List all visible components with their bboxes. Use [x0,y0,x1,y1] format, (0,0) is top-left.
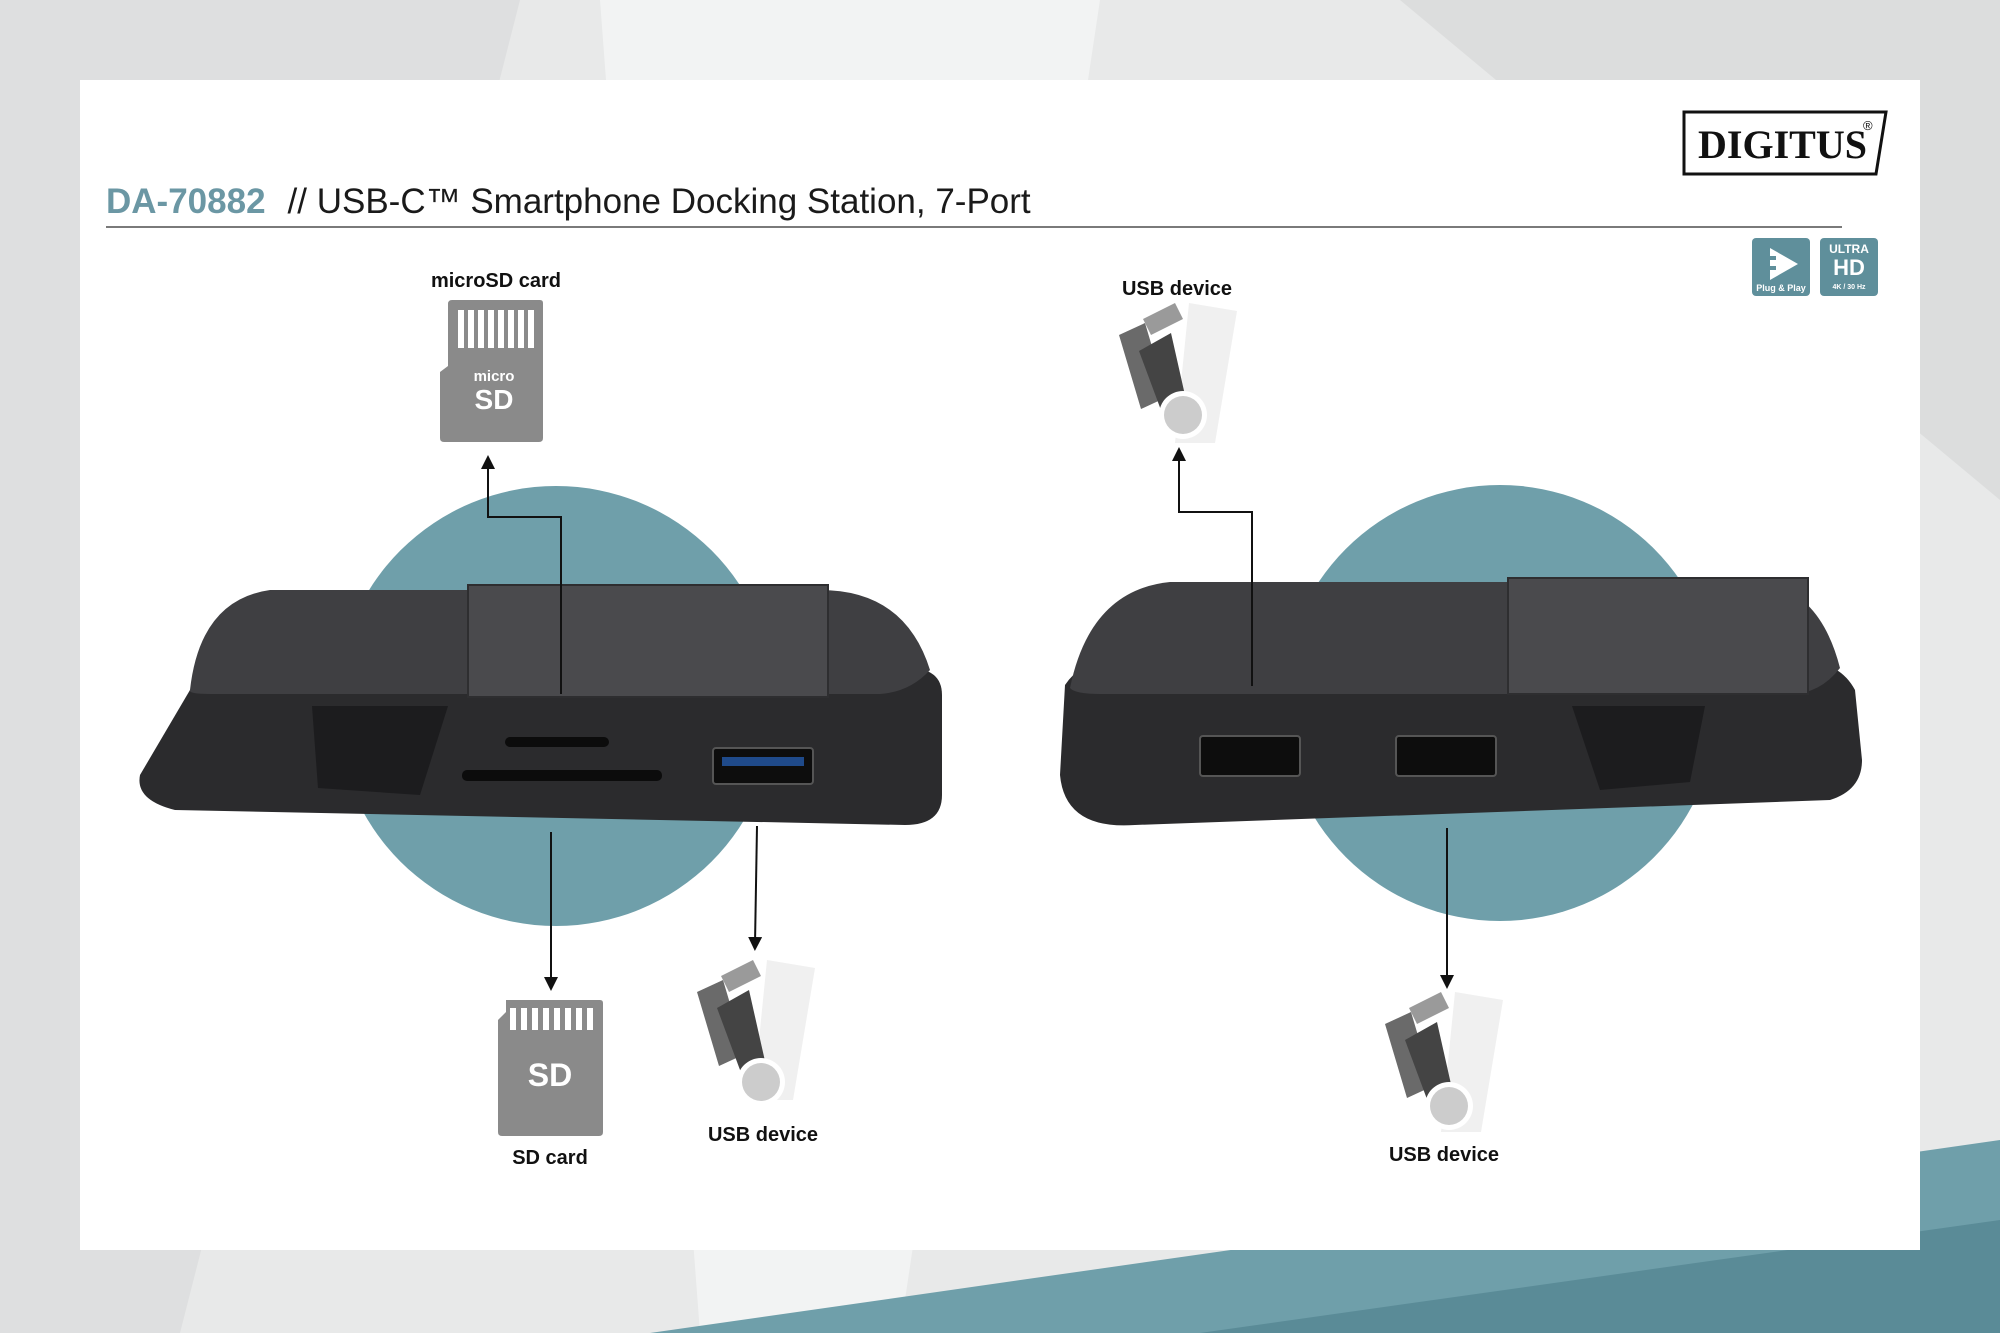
page-title: DA-70882 // USB-C™ Smartphone Docking Sta… [106,182,1031,222]
usb-port-right-b [1395,735,1497,777]
ultra-hd-badge: ULTRA HD 4K / 30 Hz [1820,238,1878,296]
sd-slot [462,770,662,781]
label-usb-device-left: USB device [707,1124,819,1146]
digitus-logo: DIGITUS ® [1682,110,1888,176]
logo-text: DIGITUS [1698,122,1867,167]
sd-card-icon: SD [498,1000,603,1136]
dock-left [139,584,942,825]
logo-registered-mark: ® [1863,118,1873,133]
ultra-hd-icon: ULTRA HD 4K / 30 Hz [1829,242,1869,291]
label-microsd-card: microSD card [430,270,562,292]
sd-card-text: SD [528,1057,572,1093]
arrow-usb-right-top [1172,447,1253,686]
plug-and-play-text: Plug & Play [1756,283,1806,293]
plug-and-play-icon: Plug & Play [1756,248,1806,293]
microsd-micro-text: micro [474,368,515,385]
usb-stick-icon-right-top [1119,303,1237,443]
usb-stick-icon-right-bottom [1385,992,1503,1132]
label-usb-device-right-top: USB device [1121,278,1233,300]
label-usb-device-right-bottom: USB device [1388,1144,1500,1166]
plug-and-play-badge: Plug & Play [1752,238,1810,296]
usb-stick-icon-left [697,960,815,1106]
ultra-text: ULTRA [1829,242,1869,256]
hd-text: HD [1833,255,1865,280]
model-number: DA-70882 [106,182,266,221]
usb-port-right-a [1199,735,1301,777]
title-divider [106,226,1842,228]
microsd-sd-text: SD [475,384,514,415]
resolution-text: 4K / 30 Hz [1832,284,1866,291]
arrow-microsd [481,455,562,694]
arrow-usb-left [748,825,763,951]
label-sd-card: SD card [512,1147,588,1169]
microsd-card-icon: micro SD [440,300,543,442]
microsd-slot [505,737,609,747]
product-title: // USB-C™ Smartphone Docking Station, 7-… [287,182,1031,221]
dock-right [1060,577,1862,826]
